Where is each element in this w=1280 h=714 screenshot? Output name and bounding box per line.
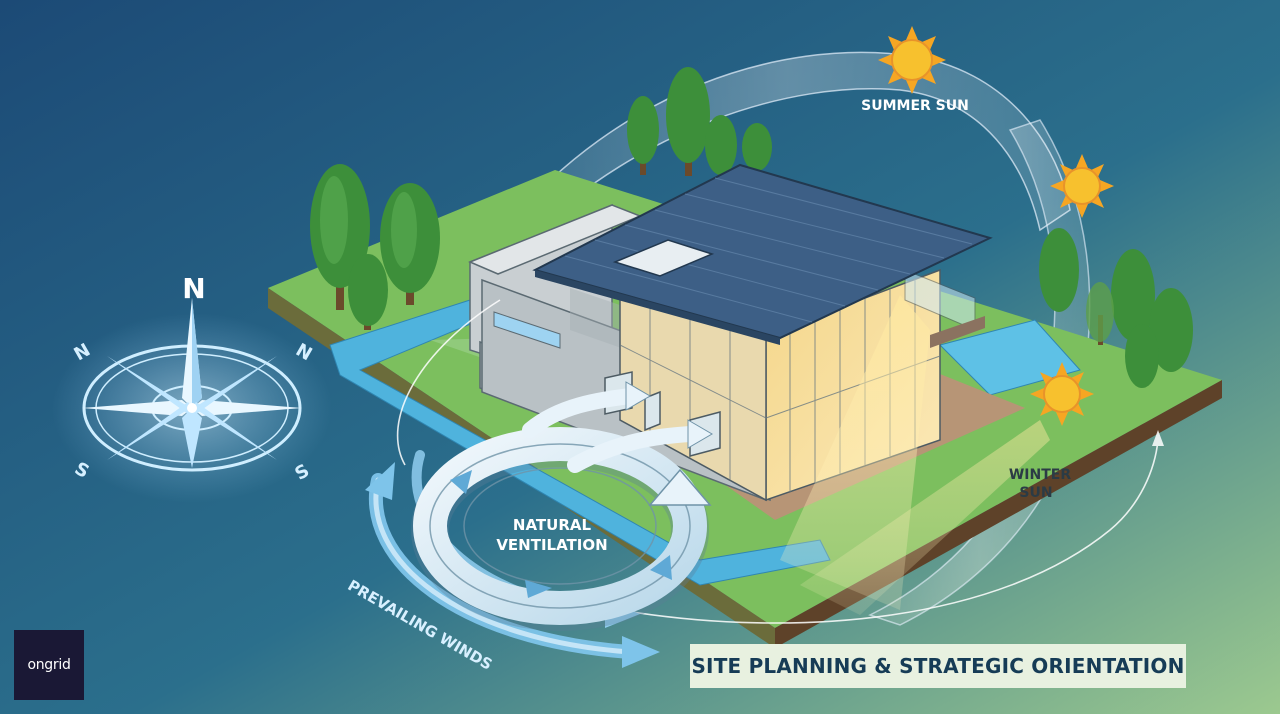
compass-n-label: N <box>182 272 205 305</box>
tree <box>1125 324 1159 388</box>
tree <box>666 67 710 176</box>
caption-banner: SITE PLANNING & STRATEGIC ORIENTATION <box>690 644 1186 688</box>
summer-sun-label: SUMMER SUN <box>861 98 969 114</box>
tree <box>380 183 440 305</box>
tree <box>705 115 737 178</box>
skylight <box>612 239 715 277</box>
tree <box>1149 288 1193 372</box>
tree <box>627 96 659 175</box>
trees <box>310 67 1193 388</box>
sun-beams <box>780 295 1050 615</box>
tree <box>348 254 388 330</box>
natural-ventilation-label-line1: NATURAL <box>513 516 592 534</box>
tree <box>1039 228 1079 312</box>
winter-sun-label-line2: SUN <box>1019 485 1052 501</box>
caption-title: SITE PLANNING & STRATEGIC ORIENTATION <box>691 654 1185 678</box>
tree <box>310 164 370 310</box>
summer-sun-icon <box>878 26 946 94</box>
natural-ventilation-label-line2: VENTILATION <box>496 536 607 554</box>
compass-rose <box>52 298 332 503</box>
site-boundary-arc <box>396 299 1164 624</box>
ongrid-logo: ongrid <box>14 630 84 700</box>
winter-sun-label-line1: WINTER <box>1009 467 1071 483</box>
winter-sun-icon <box>1030 362 1094 426</box>
mid-sun-icon <box>1050 154 1114 218</box>
natural-ventilation-ring <box>411 381 713 631</box>
tree <box>742 123 772 174</box>
tree <box>1111 249 1155 341</box>
logo-text: ongrid <box>27 657 71 673</box>
tree <box>1086 282 1114 345</box>
